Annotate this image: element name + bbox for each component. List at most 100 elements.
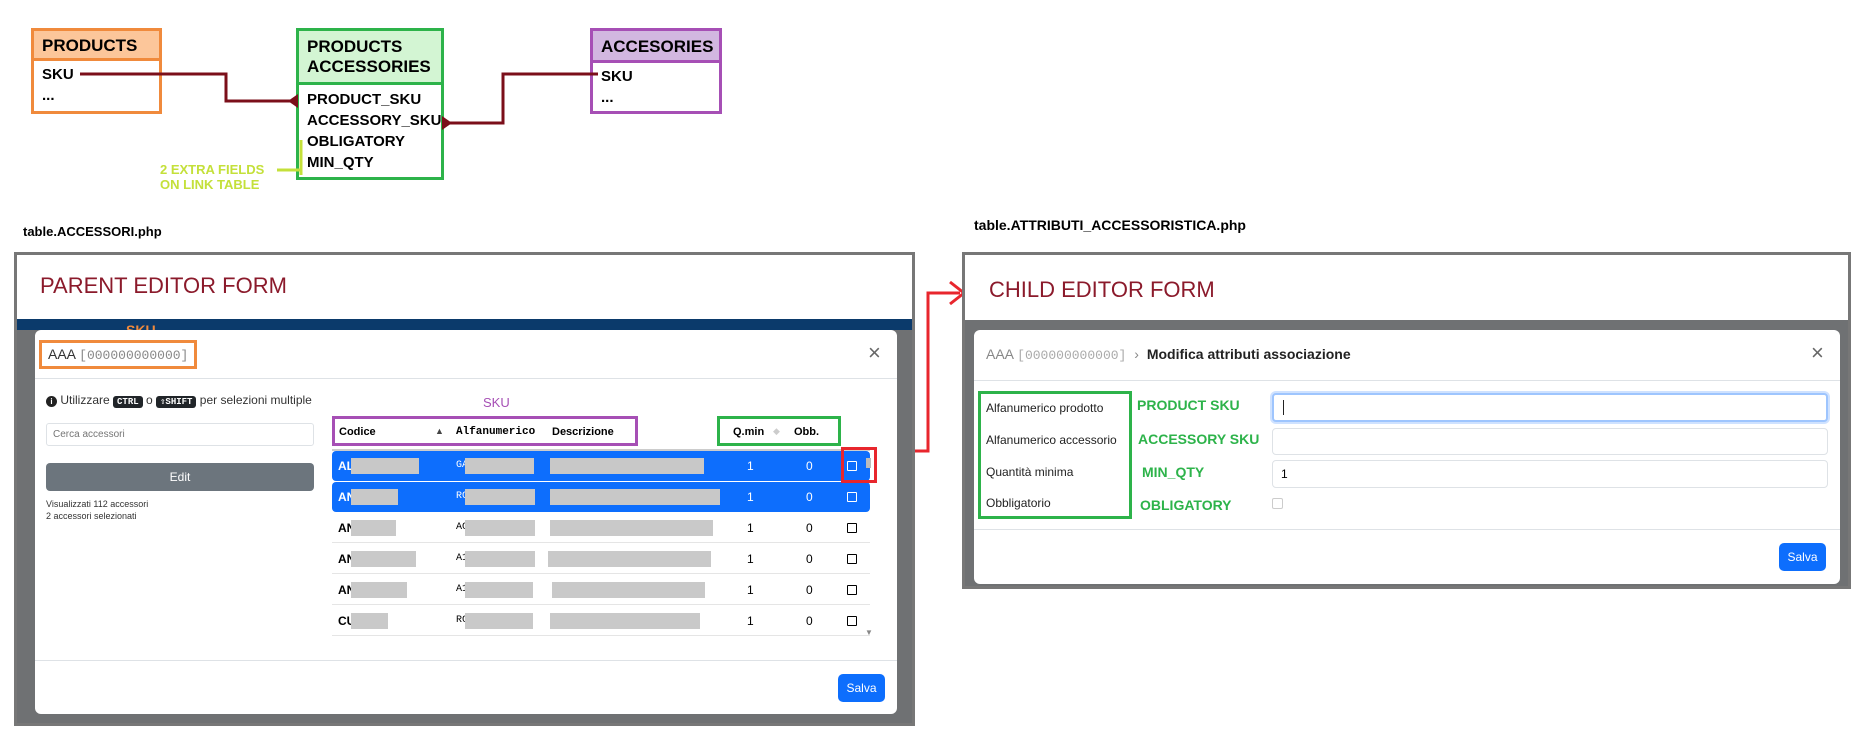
scroll-down-icon[interactable]: ▼ bbox=[865, 628, 873, 637]
relation-arrowhead bbox=[442, 116, 452, 130]
accessories-search-input[interactable] bbox=[46, 423, 314, 446]
annotation-accessory-sku: ACCESSORY SKU bbox=[1138, 431, 1260, 447]
products-entity: PRODUCTS SKU ... bbox=[31, 28, 162, 114]
redacted-description bbox=[550, 458, 704, 474]
redacted-alfanumerico bbox=[465, 520, 535, 536]
edit-row-highlight bbox=[841, 447, 877, 483]
crumb-sku: [000000000000] bbox=[1017, 348, 1127, 363]
child-save-button[interactable]: Salva bbox=[1779, 543, 1826, 571]
redacted-alfanumerico bbox=[465, 551, 535, 567]
cell-alfanumerico: A1 bbox=[456, 553, 469, 564]
hint-or: o bbox=[145, 393, 153, 407]
redacted-code bbox=[351, 582, 407, 598]
products-accessories-title-line1: PRODUCTS bbox=[307, 37, 403, 56]
redacted-code bbox=[351, 489, 398, 505]
hint-suffix: per selezioni multiple bbox=[199, 393, 312, 407]
col-qmin[interactable]: Q.min bbox=[733, 426, 765, 438]
child-close-button[interactable]: × bbox=[1811, 340, 1824, 365]
child-breadcrumb: AAA [000000000000] › Modifica attributi … bbox=[986, 346, 1351, 363]
redacted-description bbox=[550, 489, 720, 505]
col-descrizione[interactable]: Descrizione bbox=[552, 426, 614, 438]
accessories-table: Codice ▲ Alfanumerico Descrizione Q.min … bbox=[332, 416, 875, 640]
link-field-product-sku: PRODUCT_SKU bbox=[307, 91, 422, 108]
scroll-up-icon[interactable] bbox=[866, 458, 871, 468]
edit-button[interactable]: Edit bbox=[46, 463, 314, 491]
edit-row-icon[interactable] bbox=[847, 461, 857, 471]
selected-count: 2 accessori selezionati bbox=[46, 511, 137, 521]
table-header bbox=[332, 416, 870, 451]
cell-qmin: 1 bbox=[747, 459, 754, 473]
product-sku-field[interactable] bbox=[1272, 393, 1828, 422]
cell-alfanumerico: RC bbox=[456, 491, 469, 502]
edit-row-icon[interactable] bbox=[847, 554, 857, 564]
info-icon: i bbox=[46, 396, 57, 407]
cell-obb: 0 bbox=[806, 552, 813, 566]
child-file-caption: table.ATTRIBUTI_ACCESSORISTICA.php bbox=[974, 217, 1246, 233]
cell-obb: 0 bbox=[806, 459, 813, 473]
cell-qmin: 1 bbox=[747, 490, 754, 504]
parent-title-sku: [000000000000] bbox=[79, 348, 189, 363]
col-alfanumerico[interactable]: Alfanumerico bbox=[456, 426, 536, 438]
redacted-description bbox=[548, 551, 711, 567]
accessories-entity-field: SKU bbox=[601, 68, 633, 85]
parent-save-button[interactable]: Salva bbox=[838, 674, 885, 702]
accessories-entity-title: ACCESORIES bbox=[593, 31, 719, 63]
parent-modal-title: AAA [000000000000] bbox=[39, 340, 198, 369]
redacted-alfanumerico bbox=[465, 613, 533, 629]
sort-asc-icon[interactable]: ▲ bbox=[435, 426, 444, 436]
extra-fields-note-line1: 2 EXTRA FIELDS bbox=[160, 162, 265, 177]
shown-count: Visualizzati 112 accessori bbox=[46, 499, 149, 509]
child-footer-divider bbox=[974, 529, 1840, 530]
edit-row-icon[interactable] bbox=[847, 523, 857, 533]
annotation-product-sku: PRODUCT SKU bbox=[1137, 397, 1240, 413]
parent-modal: AAA [000000000000] × i Utilizzare CTRL o… bbox=[35, 330, 897, 714]
products-entity-field: ... bbox=[42, 87, 55, 104]
redacted-alfanumerico bbox=[465, 582, 533, 598]
parent-header-divider bbox=[35, 378, 897, 379]
link-to-accessories-relation bbox=[446, 72, 598, 125]
min-qty-field[interactable]: 1 bbox=[1272, 460, 1828, 488]
sku-columns-highlight bbox=[332, 416, 638, 446]
accessories-entity: ACCESORIES SKU ... bbox=[590, 28, 722, 114]
edit-row-icon[interactable] bbox=[847, 616, 857, 626]
cell-obb: 0 bbox=[806, 614, 813, 628]
edit-row-icon[interactable] bbox=[847, 585, 857, 595]
products-accessories-entity: PRODUCTS ACCESSORIES PRODUCT_SKU ACCESSO… bbox=[296, 28, 444, 180]
cell-qmin: 1 bbox=[747, 614, 754, 628]
cell-obb: 0 bbox=[806, 583, 813, 597]
link-field-min-qty: MIN_QTY bbox=[307, 154, 374, 171]
cell-alfanumerico: GA bbox=[456, 460, 469, 471]
hint-prefix: Utilizzare bbox=[60, 393, 110, 407]
child-modal: AAA [000000000000] › Modifica attributi … bbox=[974, 330, 1840, 584]
attribute-columns-highlight bbox=[717, 416, 841, 446]
col-obb[interactable]: Obb. bbox=[794, 426, 820, 438]
cell-alfanumerico: RC bbox=[456, 615, 469, 626]
products-accessories-title-line2: ACCESSORIES bbox=[307, 57, 431, 76]
table-sku-annotation: SKU bbox=[483, 395, 510, 410]
products-entity-title: PRODUCTS bbox=[34, 31, 159, 61]
edit-row-icon[interactable] bbox=[847, 492, 857, 502]
multi-select-hint: i Utilizzare CTRL o ⇧SHIFT per selezioni… bbox=[46, 393, 312, 408]
redacted-description bbox=[552, 582, 705, 598]
redacted-alfanumerico bbox=[465, 489, 535, 505]
label-accessory-sku: Alfanumerico accessorio bbox=[986, 433, 1117, 447]
parent-form-title: PARENT EDITOR FORM bbox=[40, 273, 287, 298]
crumb-separator: › bbox=[1134, 346, 1139, 362]
cell-qmin: 1 bbox=[747, 521, 754, 535]
obligatory-checkbox[interactable] bbox=[1272, 498, 1283, 509]
sort-icon[interactable]: ◆ bbox=[773, 426, 780, 436]
annotation-min-qty: MIN_QTY bbox=[1142, 464, 1205, 480]
parent-close-button[interactable]: × bbox=[868, 340, 881, 365]
accessory-sku-field[interactable] bbox=[1272, 428, 1828, 455]
crumb-title: Modifica attributi associazione bbox=[1146, 346, 1351, 362]
label-product-sku: Alfanumerico prodotto bbox=[986, 401, 1104, 415]
col-codice[interactable]: Codice bbox=[339, 426, 376, 438]
label-min-qty: Quantità minima bbox=[986, 465, 1074, 479]
